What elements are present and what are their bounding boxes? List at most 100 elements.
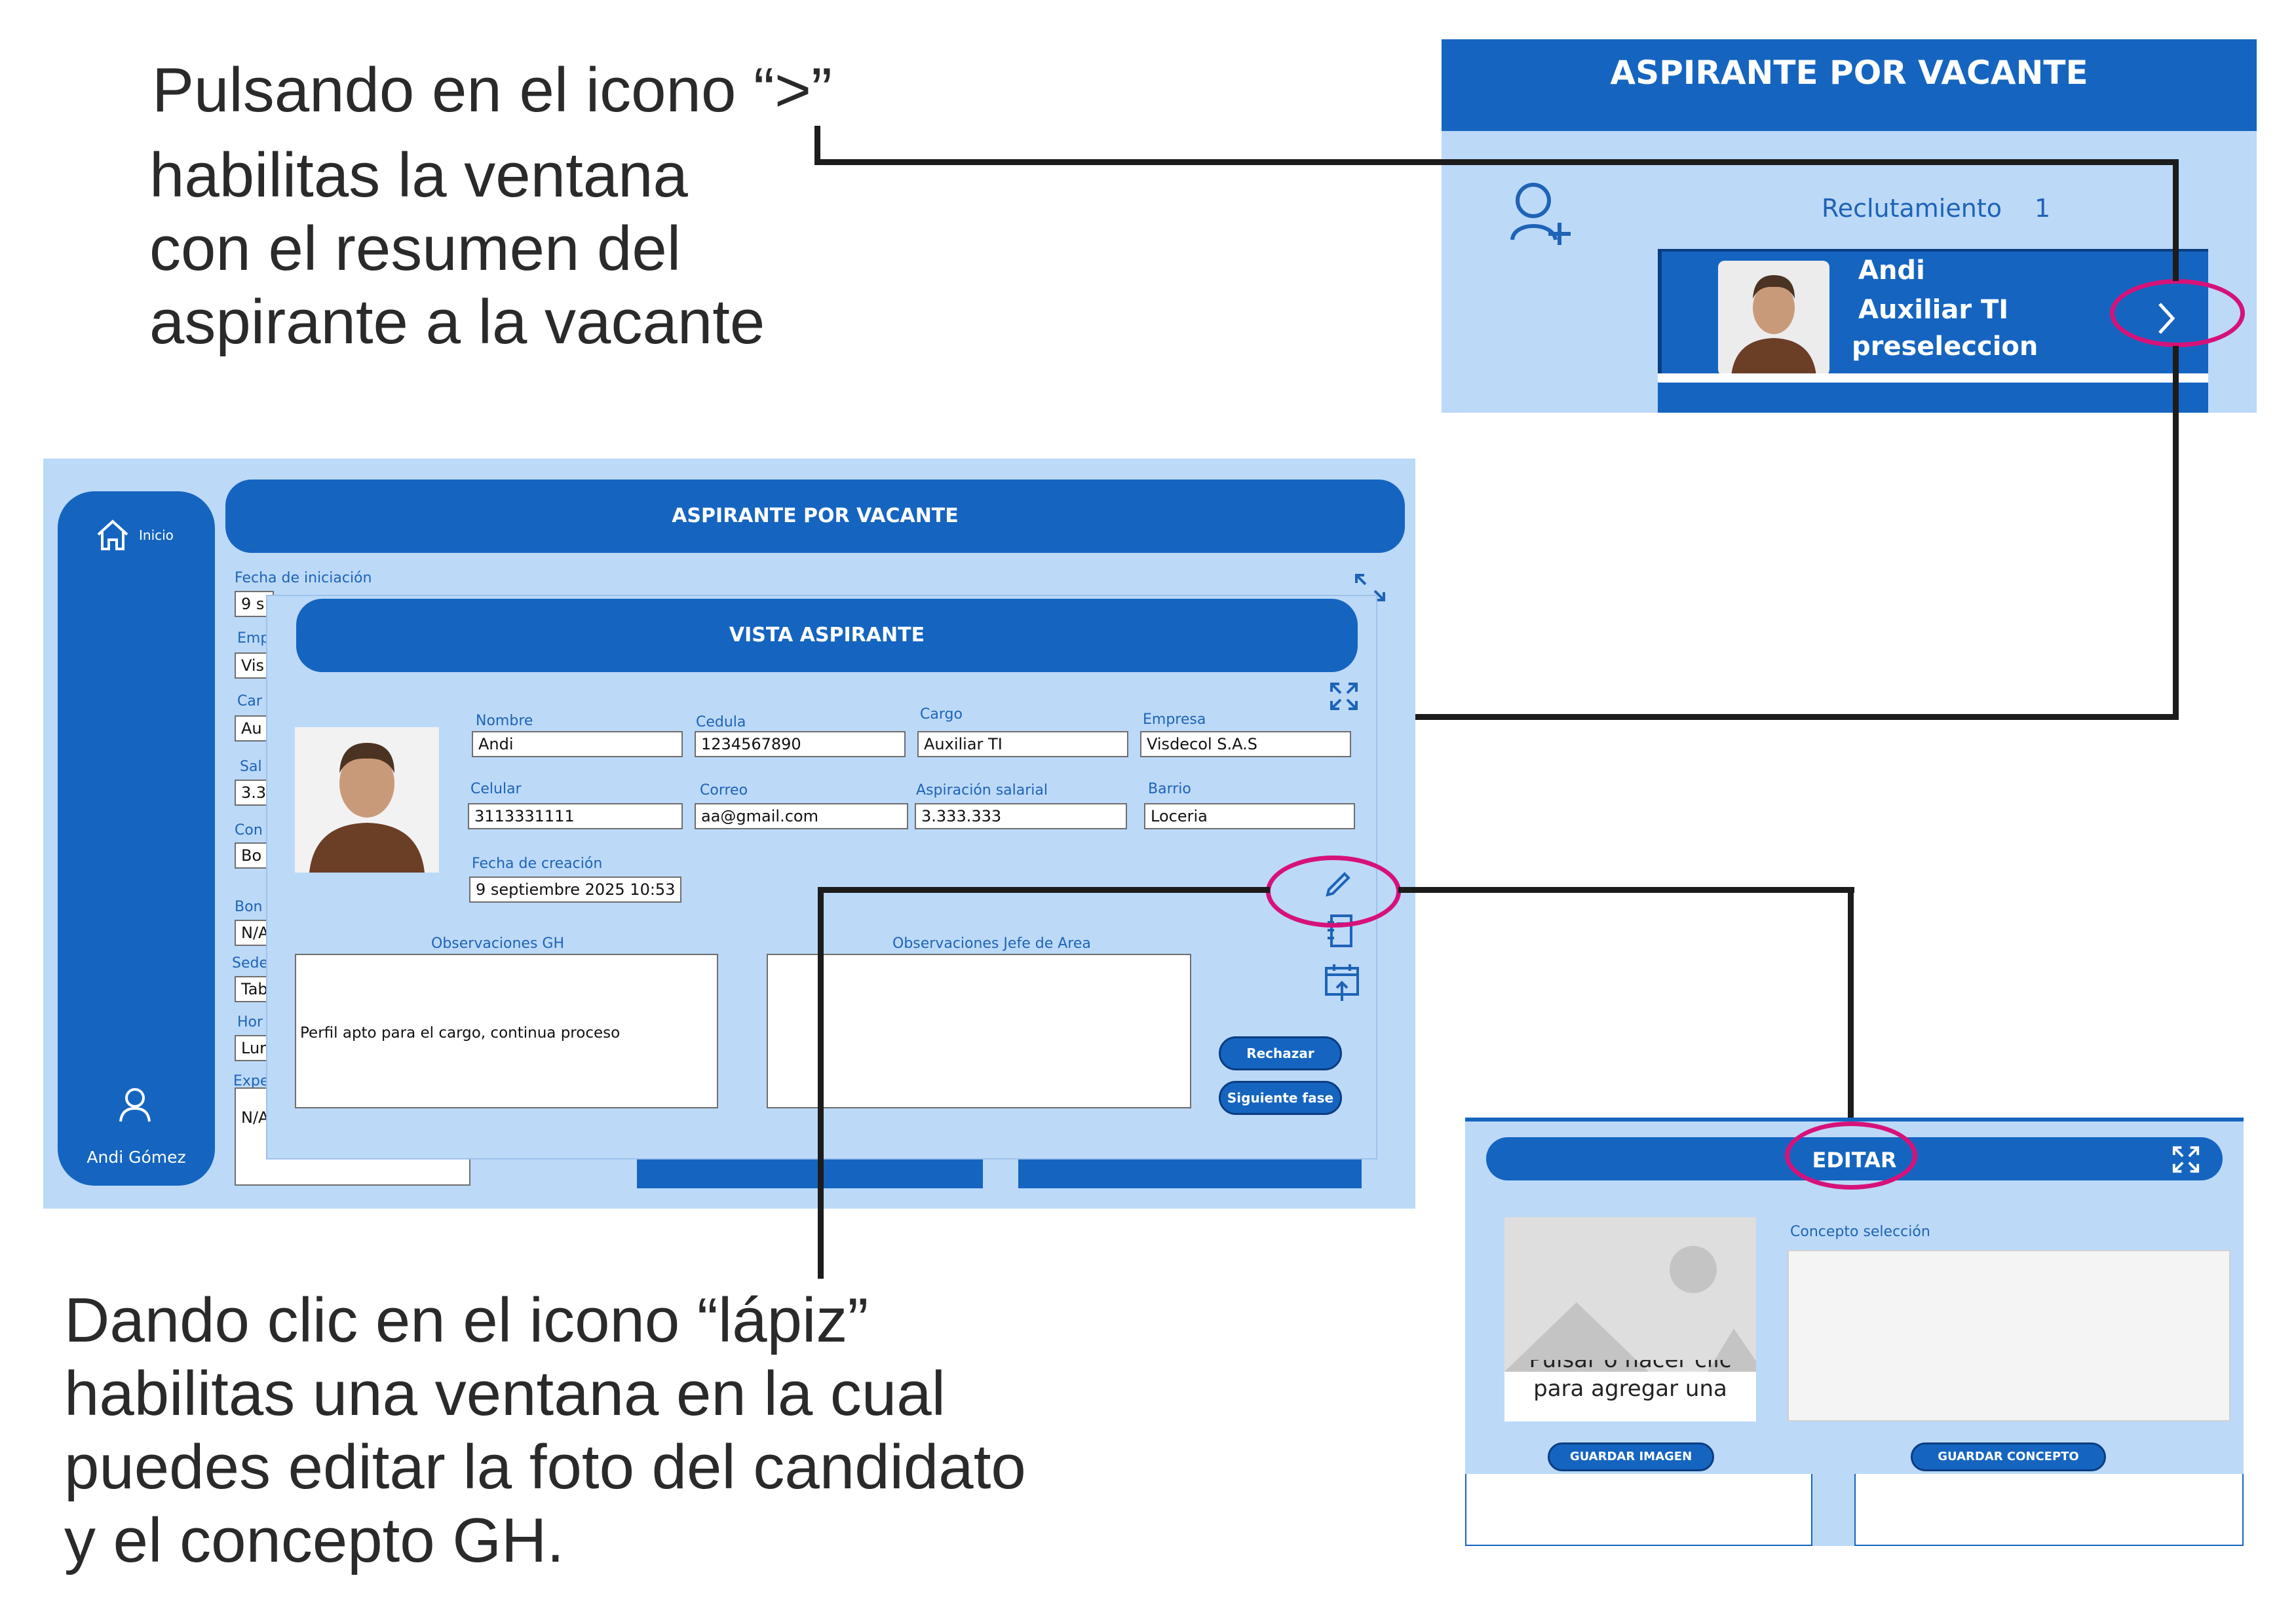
cedula-field[interactable]: 1234567890 <box>695 731 906 757</box>
image-placeholder[interactable]: Pulsar o hacer clic para agregar una <box>1504 1217 1756 1422</box>
nombre-field[interactable]: Andi <box>472 731 683 757</box>
obs-gh-label: Observaciones GH <box>431 935 565 952</box>
edit-underlay-divider <box>1812 1474 1854 1546</box>
calendar-upload-icon[interactable] <box>1324 963 1360 1004</box>
note-chevron-line2: habilitas la ventana <box>149 140 688 210</box>
candidate-modal: VISTA ASPIRANTE Nombre Andi Cedula 12345… <box>266 595 1377 1159</box>
candidate-photo-large <box>295 727 439 873</box>
connector-chevron-a <box>814 126 820 164</box>
note-pencil: Dando clic en el icono “lápiz” habilitas… <box>64 1284 1026 1577</box>
note-pencil-line1: Dando clic en el icono “lápiz” <box>64 1285 869 1355</box>
note-chevron: Pulsando en el icono “>” <box>152 54 832 126</box>
note-chevron-line1: Pulsando en el icono “>” <box>152 55 832 125</box>
obs-gh-field[interactable]: Perfil apto para el cargo, continua proc… <box>295 954 718 1108</box>
start-date-label: Fecha de iniciación <box>235 570 372 586</box>
main-header: ASPIRANTE POR VACANTE <box>225 480 1405 553</box>
recruitment-panel-header: ASPIRANTE POR VACANTE <box>1442 39 2257 131</box>
fecha-creacion-field[interactable]: 9 septiembre 2025 10:53 <box>469 876 681 903</box>
main-title: ASPIRANTE POR VACANTE <box>672 504 959 527</box>
recruitment-panel-title: ASPIRANTE POR VACANTE <box>1610 54 2088 92</box>
edit-title-highlight <box>1785 1121 1917 1190</box>
add-user-icon[interactable] <box>1507 177 1573 249</box>
connector-pencil-d <box>1848 887 1854 1125</box>
nombre-label: Nombre <box>476 713 533 729</box>
note-chevron-line3: con el resumen del <box>149 214 681 284</box>
stage-count: 1 <box>2035 194 2051 223</box>
modal-title: VISTA ASPIRANTE <box>729 624 925 647</box>
image-placeholder-cut-text: Pulsar o hacer clic <box>1504 1360 1756 1372</box>
card-next-edge <box>1658 383 2208 413</box>
reject-button[interactable]: Rechazar <box>1219 1036 1342 1070</box>
note-chevron-body: habilitas la ventana con el resumen del … <box>149 139 765 359</box>
note-pencil-line2: habilitas una ventana en la cual <box>64 1359 946 1429</box>
note-chevron-line4: aspirante a la vacante <box>149 287 765 357</box>
celular-field[interactable]: 3113331111 <box>468 803 683 829</box>
connector-chevron-b <box>814 159 2179 165</box>
empresa-field[interactable]: Visdecol S.A.S <box>1140 731 1351 757</box>
stage-label: Reclutamiento <box>1822 194 2002 223</box>
fecha-creacion-label: Fecha de creación <box>472 856 603 872</box>
edit-expand-icon[interactable] <box>2172 1145 2200 1174</box>
image-placeholder-graphic <box>1504 1217 1756 1372</box>
connector-pencil-a <box>818 887 1270 893</box>
card-status: preseleccion <box>1852 331 2038 362</box>
bg-label-4: Con <box>235 822 263 838</box>
edit-underlay-box-1 <box>1465 1474 1812 1546</box>
recruitment-panel: ASPIRANTE POR VACANTE Reclutamiento 1 An… <box>1442 39 2257 413</box>
user-name: Andi Gómez <box>86 1148 186 1167</box>
next-phase-button[interactable]: Siguiente fase <box>1219 1081 1342 1115</box>
empresa-label: Empresa <box>1143 711 1206 728</box>
connector-chevron-c <box>2173 159 2179 281</box>
correo-label: Correo <box>700 782 748 799</box>
note-pencil-line3: puedes editar la foto del candidato <box>64 1432 1026 1502</box>
image-placeholder-text: para agregar una <box>1533 1376 1727 1402</box>
bg-label-7: Hor <box>237 1014 263 1030</box>
aspiracion-field[interactable]: 3.333.333 <box>915 803 1127 829</box>
bg-label-5: Bon <box>235 899 263 915</box>
connector-chevron-e <box>1415 714 2179 720</box>
user-icon <box>119 1088 151 1122</box>
home-icon[interactable] <box>94 518 131 553</box>
card-role: Auxiliar TI <box>1858 295 2009 325</box>
modal-expand-icon[interactable] <box>1329 681 1359 711</box>
cargo-label: Cargo <box>920 706 963 723</box>
candidate-photo <box>1718 261 1829 376</box>
obs-jefe-field[interactable] <box>767 954 1191 1108</box>
concept-label: Concepto selección <box>1790 1224 1930 1240</box>
sidebar: Inicio Andi Gómez <box>58 491 215 1186</box>
edit-underlay-box-2 <box>1854 1474 2244 1546</box>
cedula-label: Cedula <box>696 714 746 730</box>
card-name: Andi <box>1858 255 1925 286</box>
bg-label-8: Expe <box>233 1073 269 1089</box>
edit-panel: EDITAR Pulsar o hacer clic para agregar … <box>1465 1118 2244 1474</box>
modal-header: VISTA ASPIRANTE <box>296 599 1358 672</box>
connector-pencil-c <box>1398 887 1854 893</box>
obs-jefe-label: Observaciones Jefe de Area <box>892 935 1091 952</box>
card-bottom-stripe <box>1658 373 2208 383</box>
chevron-highlight <box>2110 279 2245 347</box>
note-pencil-line4: y el concepto GH. <box>64 1505 565 1575</box>
home-label[interactable]: Inicio <box>139 527 174 543</box>
connector-pencil-b <box>818 887 824 1279</box>
celular-label: Celular <box>470 781 522 797</box>
barrio-label: Barrio <box>1148 781 1191 797</box>
pencil-highlight <box>1266 856 1401 928</box>
aspiracion-label: Aspiración salarial <box>916 782 1048 799</box>
barrio-field[interactable]: Loceria <box>1144 803 1355 829</box>
save-image-button[interactable]: GUARDAR IMAGEN <box>1548 1442 1714 1471</box>
bg-label-3: Sal <box>240 759 262 775</box>
bg-label-1: Emp <box>237 630 270 647</box>
bg-blue-block-2 <box>1018 1157 1362 1188</box>
save-concept-button[interactable]: GUARDAR CONCEPTO <box>1911 1442 2106 1471</box>
obs-gh-text: Perfil apto para el cargo, continua proc… <box>300 1025 621 1042</box>
cargo-field[interactable]: Auxiliar TI <box>917 731 1128 757</box>
expand-icon[interactable] <box>1354 573 1387 603</box>
bg-label-2: Car <box>237 693 262 709</box>
concept-field[interactable] <box>1788 1250 2230 1422</box>
main-screen: Inicio Andi Gómez ASPIRANTE POR VACANTE … <box>43 459 1415 1209</box>
connector-chevron-d <box>2173 346 2179 719</box>
correo-field[interactable]: aa@gmail.com <box>695 803 908 829</box>
bg-field-9-text: N/A <box>241 1108 269 1127</box>
bg-blue-block-1 <box>637 1157 983 1188</box>
bg-label-6: Sede <box>232 955 268 971</box>
